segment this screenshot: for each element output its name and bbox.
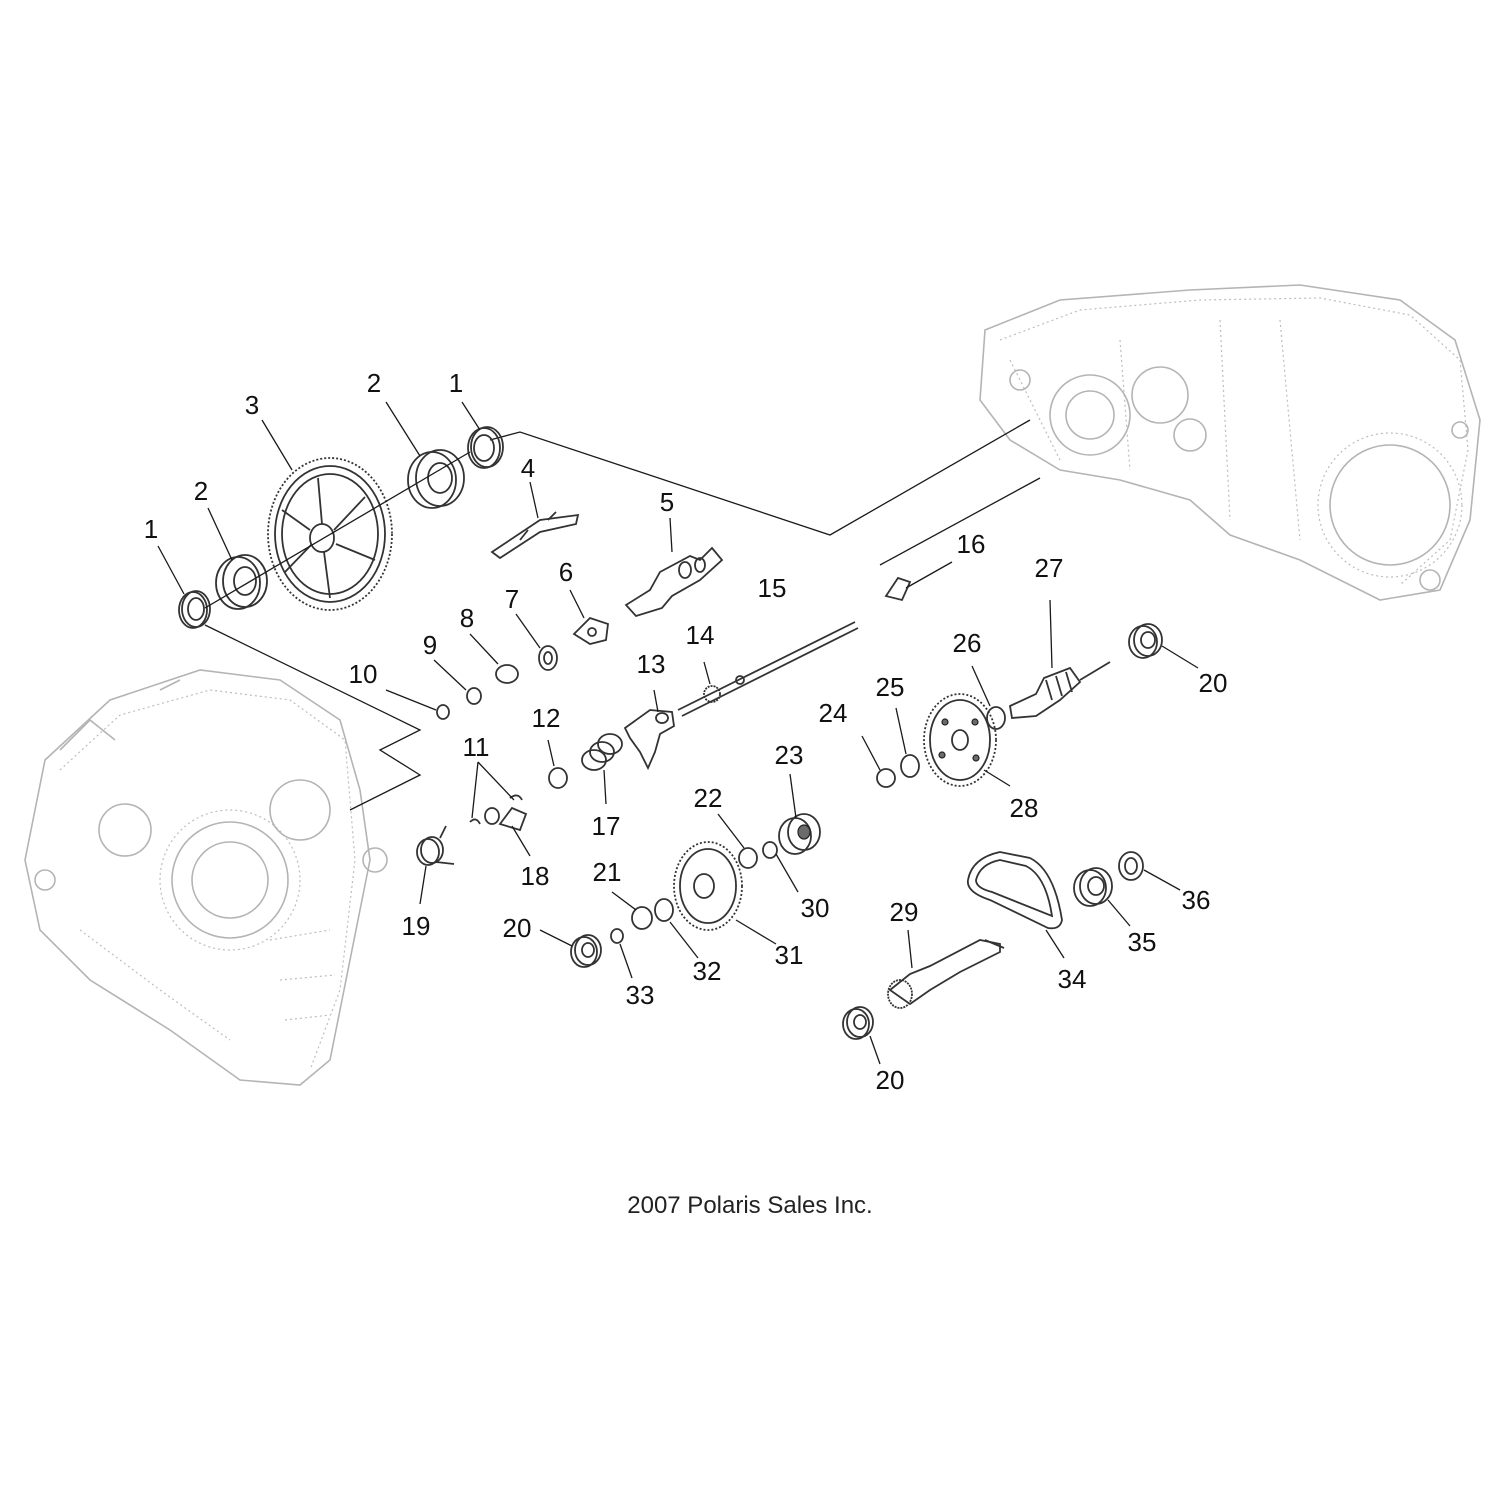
part-ring-30 [762,841,778,859]
transmission-case-upper-ghost [979,284,1481,601]
callout-9: 9 [423,630,437,660]
callout-19: 19 [402,911,431,941]
callout-23: 23 [775,740,804,770]
part-spring [581,733,623,771]
part-bearing-20-right [1128,623,1163,659]
part-bearing-upper [407,449,465,509]
part-washer-21 [631,906,653,930]
callout-15: 15 [758,573,787,603]
callout-1-upper: 1 [449,368,463,398]
part-driven-sprocket [923,693,997,787]
transmission-case-lower-ghost [24,669,388,1086]
callout-7: 7 [505,584,519,614]
callout-27: 27 [1035,553,1064,583]
part-bearing-lower [215,554,268,610]
callout-20-left: 20 [503,913,532,943]
callout-11: 11 [463,732,490,762]
callout-18: 18 [521,861,550,891]
callout-10: 10 [349,659,378,689]
callout-36: 36 [1182,885,1211,915]
callout-26: 26 [953,628,982,658]
part-seal-lower [178,590,211,629]
callout-13: 13 [637,649,666,679]
part-bearing-20-left [570,934,602,968]
part-seal-36 [1118,851,1144,881]
part-ring-9 [466,687,482,705]
part-shift-drum [624,546,724,618]
callout-20-right: 20 [1199,668,1228,698]
callout-31: 31 [775,940,804,970]
part-ring-24 [876,768,896,788]
callout-30: 30 [801,893,830,923]
part-washer-12 [548,767,568,789]
callout-24: 24 [819,698,848,728]
callout-12: 12 [532,703,561,733]
part-nut [538,645,558,671]
gear-shaft-axis [204,451,471,609]
callout-labels: 1 2 3 2 1 4 5 6 7 8 9 10 11 12 13 14 15 … [144,368,1228,1095]
callout-6: 6 [559,557,573,587]
callout-1-lower: 1 [144,514,158,544]
callout-3: 3 [245,390,259,420]
case-leader-lines [204,419,1041,811]
part-needle-bearing [654,898,674,922]
part-bracket-16 [884,576,912,602]
part-shift-rail [490,511,580,560]
part-ring-25 [900,754,920,778]
part-ring-10 [436,704,450,720]
part-counter-gear [673,841,743,931]
callout-4: 4 [521,453,535,483]
part-drive-shaft [1008,661,1111,719]
callout-25: 25 [876,672,905,702]
part-output-shaft [887,939,1005,1009]
part-bearing-20-bottom [842,1006,874,1040]
part-detent-plate [572,616,609,645]
part-seal-upper [467,426,504,469]
part-bearing-35 [1073,867,1113,907]
copyright-notice: 2007 Polaris Sales Inc. [627,1192,873,1219]
callout-14: 14 [686,620,715,650]
part-shift-fork [623,709,675,771]
callout-35: 35 [1128,927,1157,957]
callout-16: 16 [957,529,986,559]
callout-2-lower: 2 [194,476,208,506]
part-large-gear [267,457,393,611]
part-washer-22 [738,847,758,869]
part-clips-and-cam [469,794,528,832]
callout-29: 29 [890,897,919,927]
part-ring-26 [986,706,1006,730]
part-sprocket-hub [778,813,821,855]
part-drive-chain [967,851,1063,930]
part-shift-rod [677,621,859,717]
part-ring-33 [610,928,624,944]
callout-34: 34 [1058,964,1087,994]
callout-2-upper: 2 [367,368,381,398]
callout-5: 5 [660,487,674,517]
callout-28: 28 [1010,793,1039,823]
callout-22: 22 [694,783,723,813]
part-washer-8 [495,664,519,684]
callout-17: 17 [592,811,621,841]
callout-8: 8 [460,603,474,633]
callout-32: 32 [693,956,722,986]
callout-33: 33 [626,980,655,1010]
callout-leader-lines [157,401,1199,1065]
callout-20-bottom: 20 [876,1065,905,1095]
callout-21: 21 [593,857,622,887]
part-torsion-spring [416,825,455,866]
